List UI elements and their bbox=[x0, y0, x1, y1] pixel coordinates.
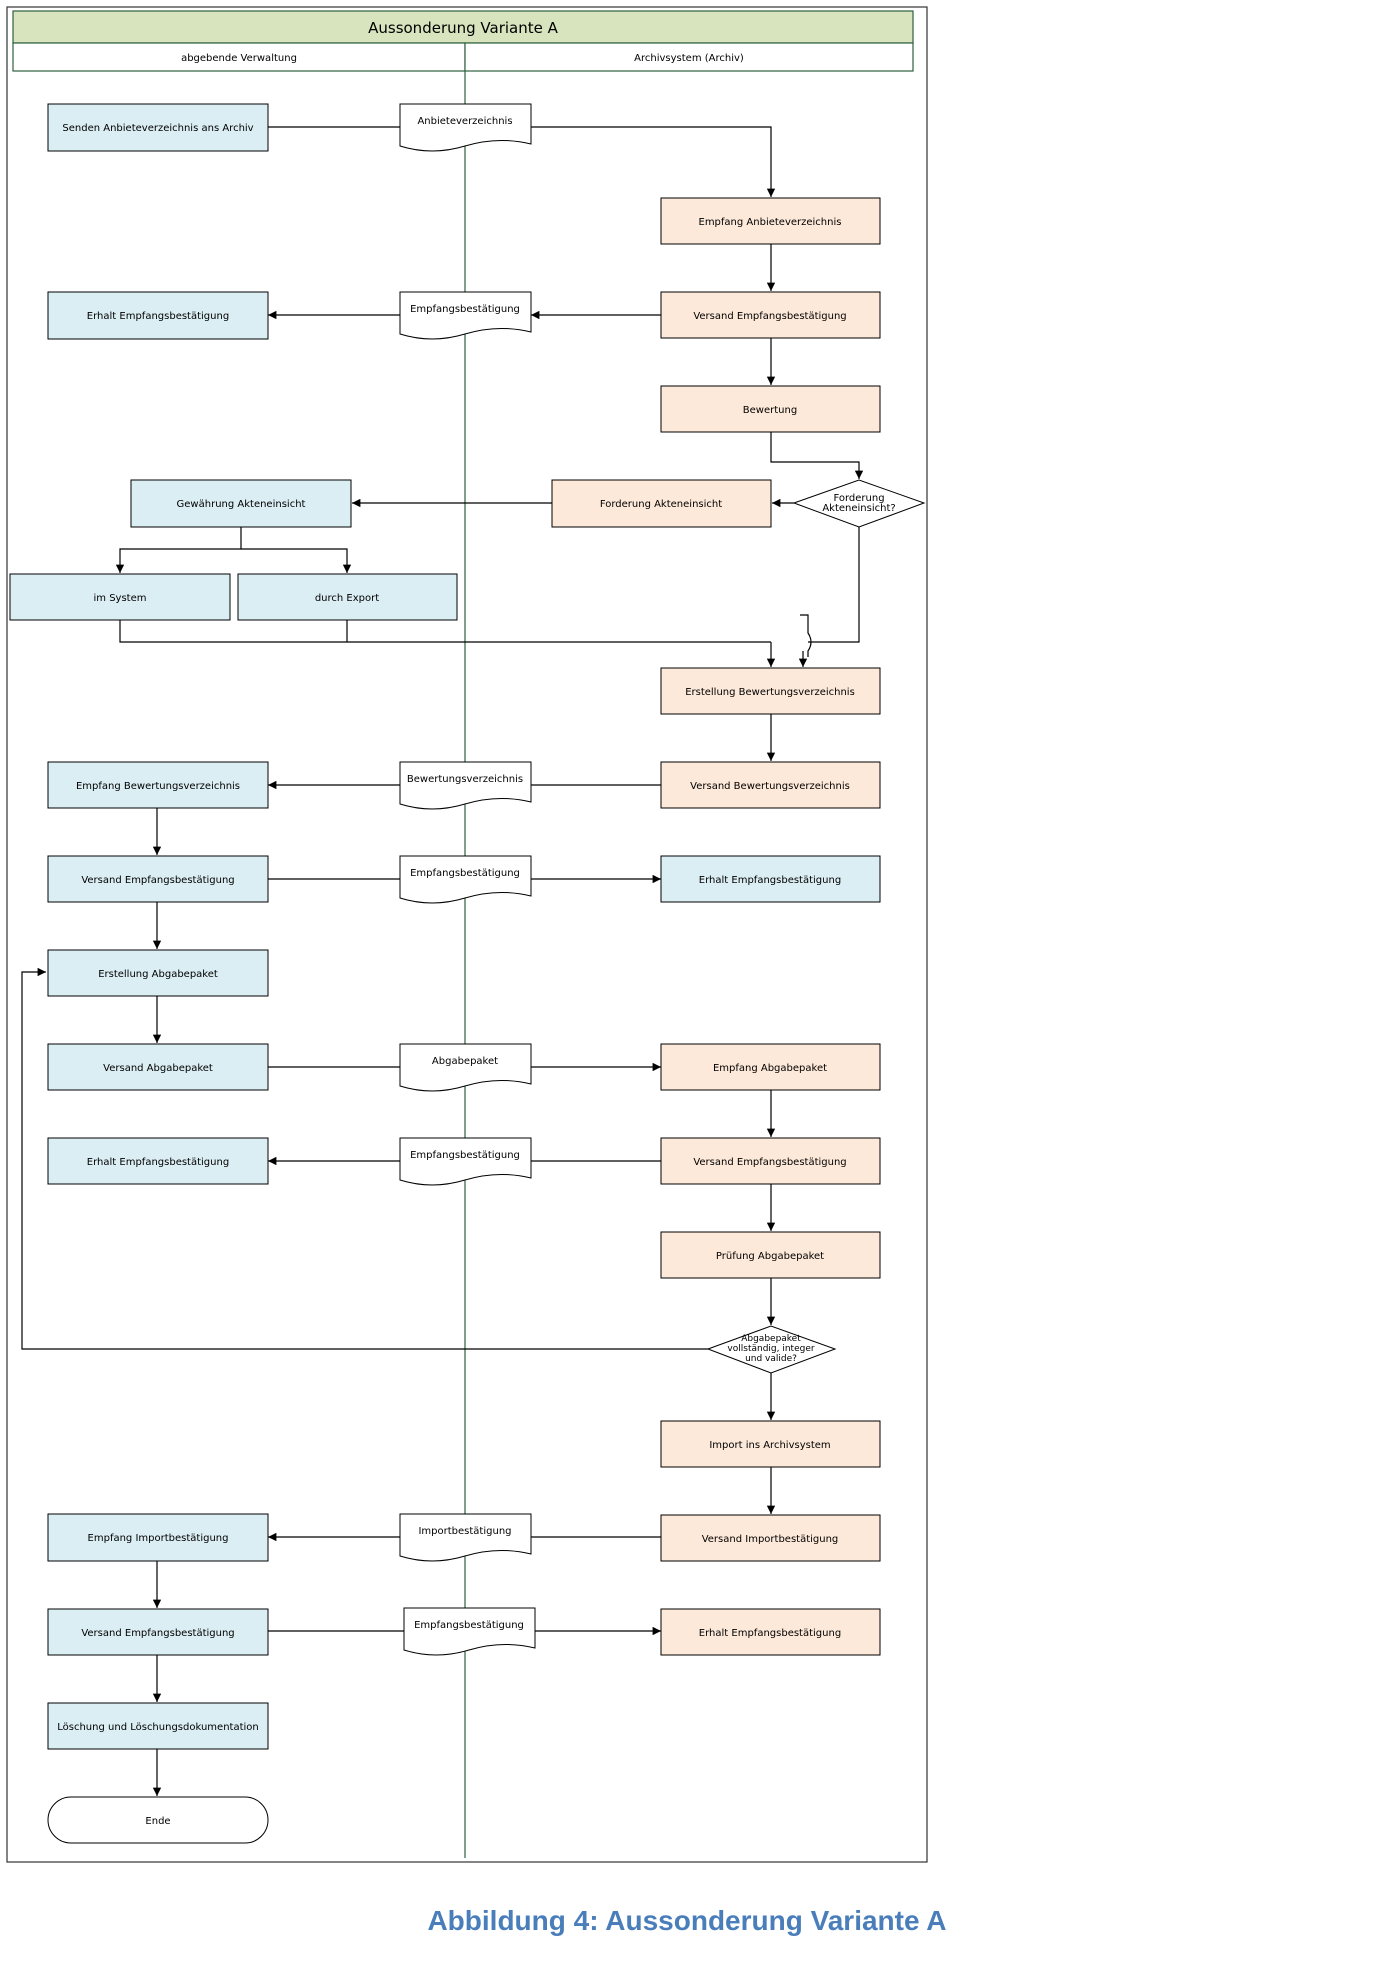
step-erhalt-empfangsbestaetigung-4: Erhalt Empfangsbestätigung bbox=[660, 1608, 881, 1656]
svg-text:Empfangsbestätigung: Empfangsbestätigung bbox=[414, 1620, 524, 1631]
svg-text:Importbestätigung: Importbestätigung bbox=[418, 1526, 511, 1537]
lane-label-verwaltung: abgebende Verwaltung bbox=[181, 53, 297, 64]
connectors bbox=[21, 126, 864, 1796]
svg-text:und valide?: und valide? bbox=[745, 1354, 797, 1364]
svg-text:Anbieteverzeichnis: Anbieteverzeichnis bbox=[417, 116, 512, 127]
step-erhalt-empfangsbestaetigung-2: Erhalt Empfangsbestätigung bbox=[660, 855, 881, 903]
step-erhalt-empfangsbestaetigung-3: Erhalt Empfangsbestätigung bbox=[47, 1137, 269, 1185]
svg-text:Empfang Anbieteverzeichnis: Empfang Anbieteverzeichnis bbox=[699, 217, 842, 228]
step-versand-empfangsbestaetigung-1: Versand Empfangsbestätigung bbox=[660, 291, 881, 339]
svg-text:Erhalt Empfangsbestätigung: Erhalt Empfangsbestätigung bbox=[699, 1628, 841, 1639]
decision-forderung-akteneinsicht: Forderung Akteneinsicht? bbox=[792, 479, 926, 528]
svg-text:im System: im System bbox=[94, 593, 147, 604]
svg-text:Forderung: Forderung bbox=[833, 493, 884, 504]
svg-text:Versand Empfangsbestätigung: Versand Empfangsbestätigung bbox=[81, 1628, 234, 1639]
step-empfang-importbestaetigung: Empfang Importbestätigung bbox=[47, 1513, 269, 1562]
svg-text:Erhalt Empfangsbestätigung: Erhalt Empfangsbestätigung bbox=[699, 875, 841, 886]
svg-text:Senden Anbieteverzeichnis ans: Senden Anbieteverzeichnis ans Archiv bbox=[62, 123, 253, 134]
svg-text:Versand Empfangsbestätigung: Versand Empfangsbestätigung bbox=[693, 311, 846, 322]
svg-text:Erhalt Empfangsbestätigung: Erhalt Empfangsbestätigung bbox=[87, 1157, 229, 1168]
step-versand-importbestaetigung: Versand Importbestätigung bbox=[660, 1514, 881, 1562]
svg-text:Abgabepaket: Abgabepaket bbox=[741, 1334, 801, 1344]
svg-text:Erstellung Bewertungsverzeichn: Erstellung Bewertungsverzeichnis bbox=[685, 687, 855, 698]
step-versand-abgabepaket: Versand Abgabepaket bbox=[47, 1043, 269, 1091]
step-gewaehrung-akteneinsicht: Gewährung Akteneinsicht bbox=[130, 479, 352, 528]
terminator-ende: Ende bbox=[47, 1796, 269, 1844]
step-senden-anbieteverzeichnis: Senden Anbieteverzeichnis ans Archiv bbox=[47, 103, 269, 152]
svg-text:Abgabepaket: Abgabepaket bbox=[432, 1056, 498, 1067]
svg-text:Versand Empfangsbestätigung: Versand Empfangsbestätigung bbox=[693, 1157, 846, 1168]
step-pruefung-abgabepaket: Prüfung Abgabepaket bbox=[660, 1231, 881, 1279]
document-abgabepaket: Abgabepaket bbox=[399, 1043, 532, 1092]
decision-abgabepaket-valide: Abgabepaket vollständig, integer und val… bbox=[706, 1325, 837, 1374]
process-flowchart: Aussonderung Variante A abgebende Verwal… bbox=[6, 6, 928, 1863]
step-empfang-anbieteverzeichnis: Empfang Anbieteverzeichnis bbox=[660, 197, 881, 245]
step-versand-empfangsbestaetigung-4: Versand Empfangsbestätigung bbox=[47, 1608, 269, 1656]
step-loeschung: Löschung und Löschungsdokumentation bbox=[47, 1702, 269, 1750]
svg-text:Ende: Ende bbox=[145, 1816, 170, 1827]
svg-text:Empfang Importbestätigung: Empfang Importbestätigung bbox=[88, 1533, 229, 1544]
svg-text:Prüfung Abgabepaket: Prüfung Abgabepaket bbox=[716, 1251, 824, 1262]
step-erstellung-abgabepaket: Erstellung Abgabepaket bbox=[47, 949, 269, 997]
svg-text:Versand Empfangsbestätigung: Versand Empfangsbestätigung bbox=[81, 875, 234, 886]
svg-text:Empfangsbestätigung: Empfangsbestätigung bbox=[410, 868, 520, 879]
document-empfangsbestaetigung-1: Empfangsbestätigung bbox=[399, 291, 532, 340]
step-bewertung: Bewertung bbox=[660, 385, 881, 433]
step-versand-empfangsbestaetigung-2: Versand Empfangsbestätigung bbox=[47, 855, 269, 903]
step-erstellung-bewertungsverzeichnis: Erstellung Bewertungsverzeichnis bbox=[660, 667, 881, 715]
lane-label-archiv: Archivsystem (Archiv) bbox=[634, 53, 744, 64]
svg-text:Empfang Abgabepaket: Empfang Abgabepaket bbox=[713, 1063, 827, 1074]
svg-text:vollständig, integer: vollständig, integer bbox=[727, 1344, 814, 1354]
svg-text:Akteneinsicht?: Akteneinsicht? bbox=[822, 503, 895, 514]
lane-header-archiv bbox=[464, 42, 914, 72]
step-versand-bewertungsverzeichnis: Versand Bewertungsverzeichnis bbox=[660, 761, 881, 809]
svg-text:Gewährung Akteneinsicht: Gewährung Akteneinsicht bbox=[177, 499, 306, 510]
svg-text:Forderung Akteneinsicht: Forderung Akteneinsicht bbox=[600, 499, 722, 510]
diagram-title: Aussonderung Variante A bbox=[368, 19, 559, 37]
document-importbestaetigung: Importbestätigung bbox=[399, 1513, 532, 1562]
svg-text:durch Export: durch Export bbox=[315, 593, 379, 604]
step-durch-export: durch Export bbox=[237, 573, 458, 621]
document-empfangsbestaetigung-4: Empfangsbestätigung bbox=[403, 1607, 536, 1656]
svg-text:Erhalt Empfangsbestätigung: Erhalt Empfangsbestätigung bbox=[87, 311, 229, 322]
svg-text:Versand Bewertungsverzeichnis: Versand Bewertungsverzeichnis bbox=[690, 781, 850, 792]
svg-text:Import ins Archivsystem: Import ins Archivsystem bbox=[709, 1440, 830, 1451]
svg-text:Empfangsbestätigung: Empfangsbestätigung bbox=[410, 1150, 520, 1161]
step-empfang-bewertungsverzeichnis: Empfang Bewertungsverzeichnis bbox=[47, 761, 269, 809]
document-anbieteverzeichnis: Anbieteverzeichnis bbox=[399, 103, 532, 152]
svg-text:Bewertung: Bewertung bbox=[743, 405, 797, 416]
svg-text:Bewertungsverzeichnis: Bewertungsverzeichnis bbox=[407, 774, 523, 785]
step-forderung-akteneinsicht: Forderung Akteneinsicht bbox=[551, 479, 772, 528]
svg-text:Erstellung Abgabepaket: Erstellung Abgabepaket bbox=[98, 969, 218, 980]
svg-text:Empfang Bewertungsverzeichnis: Empfang Bewertungsverzeichnis bbox=[76, 781, 240, 792]
step-empfang-abgabepaket: Empfang Abgabepaket bbox=[660, 1043, 881, 1091]
diagram-frame bbox=[6, 6, 928, 1863]
svg-text:Empfangsbestätigung: Empfangsbestätigung bbox=[410, 304, 520, 315]
lane-header-verwaltung bbox=[12, 42, 466, 72]
document-bewertungsverzeichnis: Bewertungsverzeichnis bbox=[399, 761, 532, 810]
svg-text:Versand Abgabepaket: Versand Abgabepaket bbox=[103, 1063, 213, 1074]
document-empfangsbestaetigung-3: Empfangsbestätigung bbox=[399, 1137, 532, 1186]
figure-caption: Abbildung 4: Aussonderung Variante A bbox=[427, 1905, 947, 1936]
step-versand-empfangsbestaetigung-3: Versand Empfangsbestätigung bbox=[660, 1137, 881, 1185]
step-im-system: im System bbox=[9, 573, 231, 621]
svg-text:Löschung und Löschungsdokument: Löschung und Löschungsdokumentation bbox=[57, 1722, 258, 1733]
step-erhalt-empfangsbestaetigung-1: Erhalt Empfangsbestätigung bbox=[47, 291, 269, 340]
step-import-archivsystem: Import ins Archivsystem bbox=[660, 1420, 881, 1468]
title-header bbox=[12, 10, 914, 44]
svg-text:Versand Importbestätigung: Versand Importbestätigung bbox=[702, 1534, 839, 1545]
document-empfangsbestaetigung-2: Empfangsbestätigung bbox=[399, 855, 532, 904]
